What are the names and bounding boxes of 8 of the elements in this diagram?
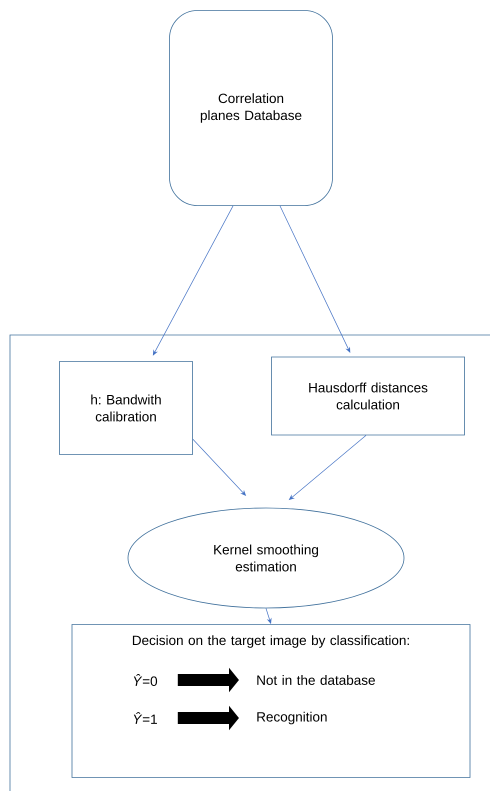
arrow bbox=[280, 206, 350, 353]
output-symbol: Ŷ=0 bbox=[134, 674, 158, 686]
process-box: h: Bandwith calibration bbox=[59, 361, 193, 455]
database-box: Correlation planes Database bbox=[169, 10, 333, 206]
process-box: Hausdorff distances calculation bbox=[271, 356, 465, 436]
output-symbol: Ŷ=1 bbox=[134, 712, 157, 724]
result-text: Not in the database bbox=[257, 675, 375, 685]
result-text: Recognition bbox=[257, 712, 327, 724]
